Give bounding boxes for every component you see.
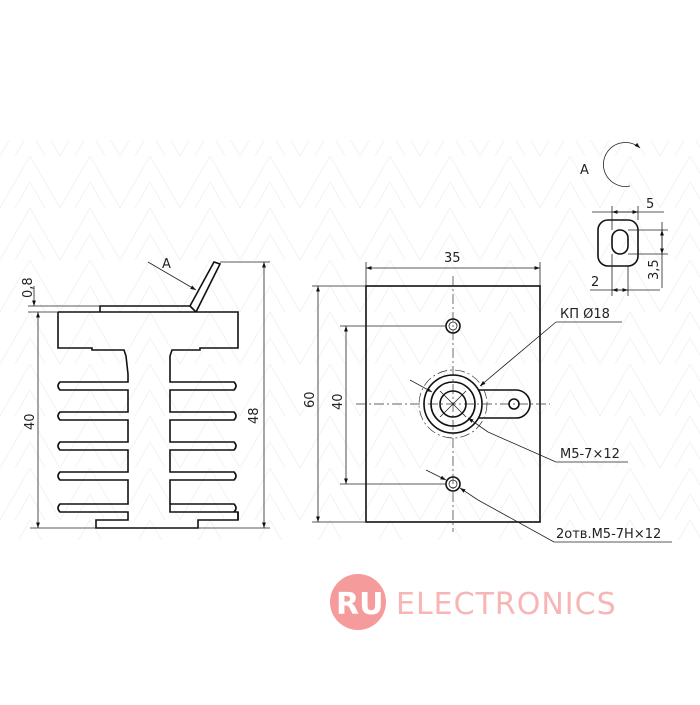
dimension-hole-spacing: 40 (331, 325, 446, 485)
dim-length-text: 60 (303, 391, 318, 408)
dim-slot-edge-text: 2 (591, 275, 599, 290)
dimension-total-height: 48 (198, 261, 270, 529)
watermark-logo: RU ELECTRONICS (330, 574, 617, 630)
dim-total-height-text: 48 (247, 407, 262, 424)
dimension-length: 60 (303, 285, 366, 523)
dimension-thickness: 0,8 (21, 277, 100, 313)
leader-center-thread: M5-7×12 (409, 379, 628, 463)
watermark-brand-text: ELECTRONICS (396, 587, 617, 622)
watermark-badge (330, 574, 386, 630)
label-mount-holes: 2отв.M5-7H×12 (556, 527, 661, 542)
view-arrow-a: A (147, 257, 197, 291)
dim-slot-height-text: 3,5 (647, 259, 662, 280)
label-contact-plate: КП Ø18 (560, 307, 610, 322)
dim-hole-spacing-text: 40 (331, 393, 346, 410)
dim-width-text: 35 (444, 251, 461, 266)
leader-mount-holes: 2отв.M5-7H×12 (425, 469, 672, 543)
dimension-width: 35 (365, 251, 541, 286)
heatsink-top-view (356, 276, 550, 532)
background-pattern (0, 140, 700, 540)
dim-fin-height-text: 40 (23, 413, 38, 430)
dim-thickness-text: 0,8 (21, 277, 36, 298)
dim-slot-width-text: 5 (646, 197, 654, 212)
view-a-detail: A 5 3,5 2 (580, 142, 668, 296)
label-center-thread: M5-7×12 (560, 447, 620, 462)
dimension-fin-height: 40 (23, 312, 96, 529)
view-a-title: A (580, 163, 589, 178)
leader-contact-plate: КП Ø18 (479, 307, 622, 387)
watermark-badge-text: RU (336, 587, 383, 622)
view-arrow-label: A (162, 257, 171, 272)
